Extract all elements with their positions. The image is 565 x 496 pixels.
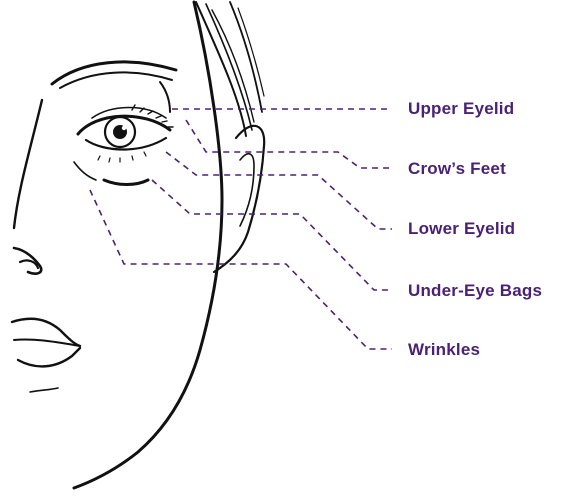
hair-strand: [229, 1, 263, 113]
ear-inner: [239, 153, 255, 227]
hair-strand: [237, 7, 265, 97]
label-lower-eyelid: Lower Eyelid: [408, 219, 516, 238]
eyebrow: [50, 60, 178, 86]
label-wrinkles: Wrinkles: [408, 340, 481, 359]
ear-outline: [212, 124, 266, 274]
eyebrow-lower: [59, 71, 173, 89]
upper-lip: [10, 317, 82, 348]
label-under-eye-bags: Under-Eye Bags: [408, 281, 543, 300]
leader-lines: [89, 108, 392, 350]
leader-line-wrinkles: [89, 189, 392, 350]
pupil-highlight: [121, 125, 127, 131]
hair-strand: [211, 9, 255, 123]
under-eye-fold: [73, 161, 97, 181]
chin-crease: [29, 387, 59, 393]
lower-lashes: [97, 151, 147, 163]
lip-line: [13, 338, 81, 347]
nostril: [18, 259, 40, 270]
leader-line-lower-eyelid: [165, 151, 392, 230]
leader-line-crows-feet: [185, 119, 392, 169]
lower-lip: [16, 346, 82, 368]
eyelid-crease: [91, 106, 167, 119]
label-crows-feet: Crow’s Feet: [408, 159, 506, 178]
temple-line: [159, 81, 171, 113]
hair-strand: [205, 3, 253, 131]
eyelashes: [131, 104, 174, 128]
leader-line-under-eye-bags: [151, 179, 392, 291]
nose-tip: [12, 246, 43, 275]
jaw-line: [72, 0, 224, 490]
label-upper-eyelid: Upper Eyelid: [408, 99, 515, 118]
nose-bridge: [12, 98, 44, 230]
under-eye-bag-line: [102, 178, 150, 186]
face-line-art: [10, 0, 266, 490]
lower-eyelid: [84, 136, 168, 151]
hair-strand: [195, 1, 247, 137]
